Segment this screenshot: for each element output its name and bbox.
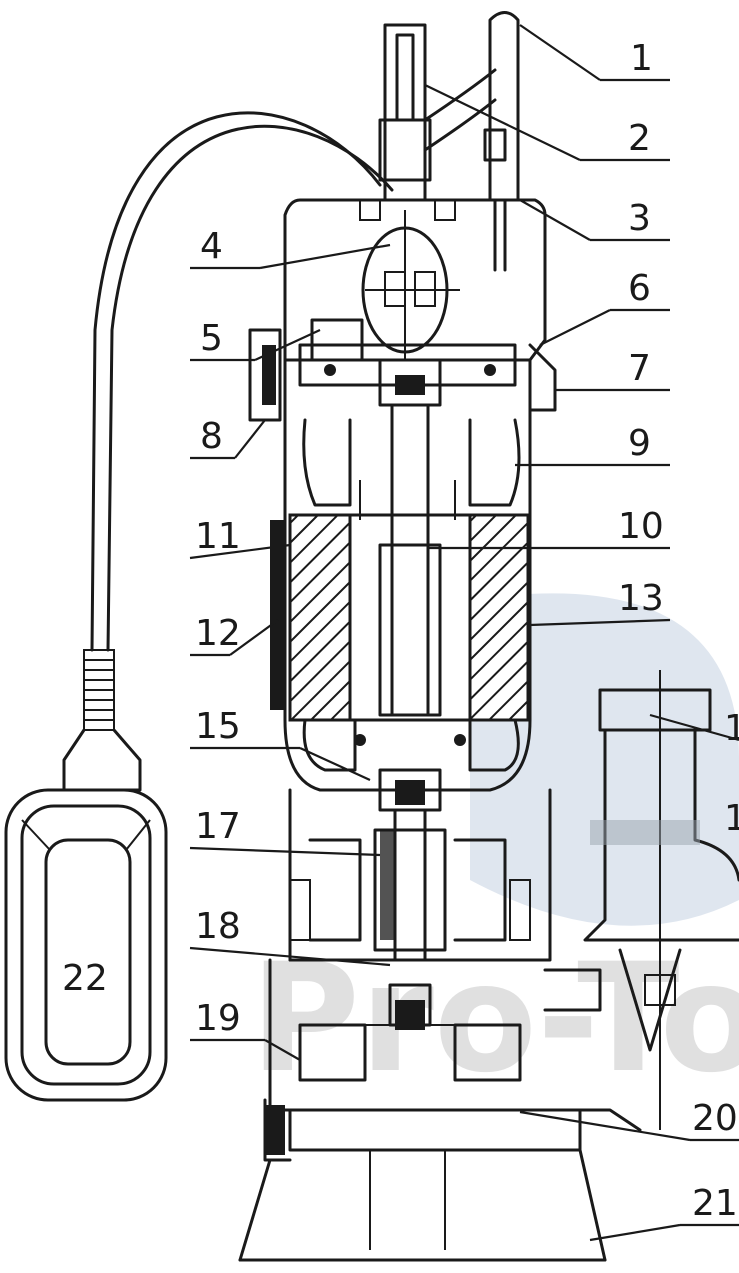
part-label-21: 21 bbox=[692, 1183, 738, 1224]
part-label-14-partial: 1 bbox=[724, 708, 739, 749]
part-label-18: 18 bbox=[195, 906, 241, 947]
part-label-2: 2 bbox=[628, 118, 651, 159]
part-label-17: 17 bbox=[195, 806, 241, 847]
shaft-assembly bbox=[298, 318, 517, 717]
discharge-outlet bbox=[543, 670, 739, 1130]
part-label-8: 8 bbox=[200, 416, 223, 457]
part-label-19: 19 bbox=[195, 998, 241, 1039]
stator-core bbox=[270, 513, 530, 746]
part-label-9: 9 bbox=[628, 423, 651, 464]
leader-lines bbox=[189, 24, 739, 1242]
part-label-16-partial: 1 bbox=[724, 798, 739, 839]
float-label: 22 bbox=[62, 958, 108, 999]
impeller bbox=[298, 983, 522, 1082]
stator-windings bbox=[302, 418, 521, 772]
part-label-3: 3 bbox=[628, 198, 651, 239]
part-label-10: 10 bbox=[618, 506, 664, 547]
part-label-4: 4 bbox=[200, 226, 223, 267]
cable-strain-relief bbox=[62, 649, 142, 792]
part-label-13: 13 bbox=[618, 578, 664, 619]
part-label-11: 11 bbox=[195, 516, 241, 557]
part-label-15: 15 bbox=[195, 706, 241, 747]
pump-casing bbox=[238, 958, 642, 1262]
part-labels: 1 2 3 4 5 6 7 8 9 10 11 12 13 15 17 18 1… bbox=[195, 38, 739, 1224]
part-label-7: 7 bbox=[628, 348, 651, 389]
handle-assembly bbox=[378, 11, 520, 272]
seal-chamber bbox=[288, 768, 552, 962]
part-label-12: 12 bbox=[195, 613, 241, 654]
float-switch: 22 bbox=[4, 788, 168, 1102]
part-label-6: 6 bbox=[628, 268, 651, 309]
part-label-5: 5 bbox=[200, 318, 223, 359]
part-label-20: 20 bbox=[692, 1098, 738, 1139]
side-flange bbox=[248, 328, 557, 422]
part-label-1: 1 bbox=[630, 38, 653, 79]
